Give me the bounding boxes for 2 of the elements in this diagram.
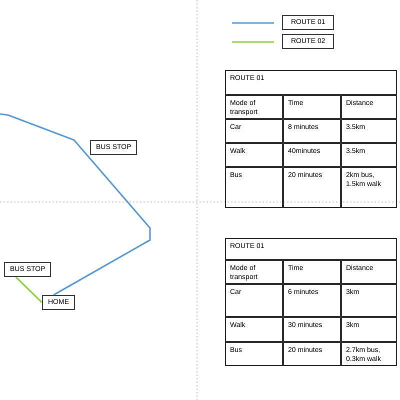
route-line — [0, 113, 151, 296]
route-line — [15, 276, 43, 304]
